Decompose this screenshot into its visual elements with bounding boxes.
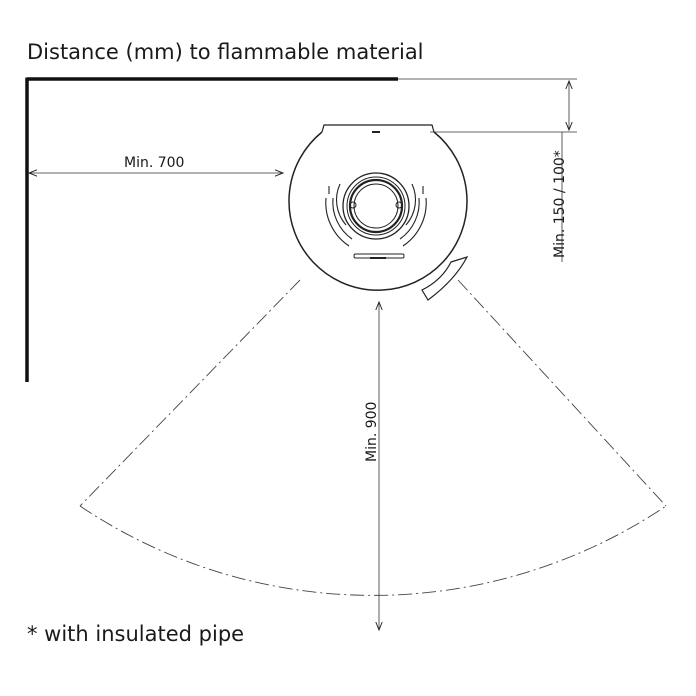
back-clearance-dimension <box>398 78 577 262</box>
front-clearance-label: Min. 900 <box>364 402 380 462</box>
back-clearance-label: Min. 150 / 100* <box>552 150 568 258</box>
vent-slots <box>325 183 427 247</box>
diagram-title: Distance (mm) to flammable material <box>27 40 424 64</box>
flammable-wall <box>25 77 398 382</box>
stove <box>288 124 469 301</box>
footnote: * with insulated pipe <box>27 622 245 646</box>
left-clearance-label: Min. 700 <box>124 155 184 171</box>
radiation-sector <box>79 279 667 596</box>
